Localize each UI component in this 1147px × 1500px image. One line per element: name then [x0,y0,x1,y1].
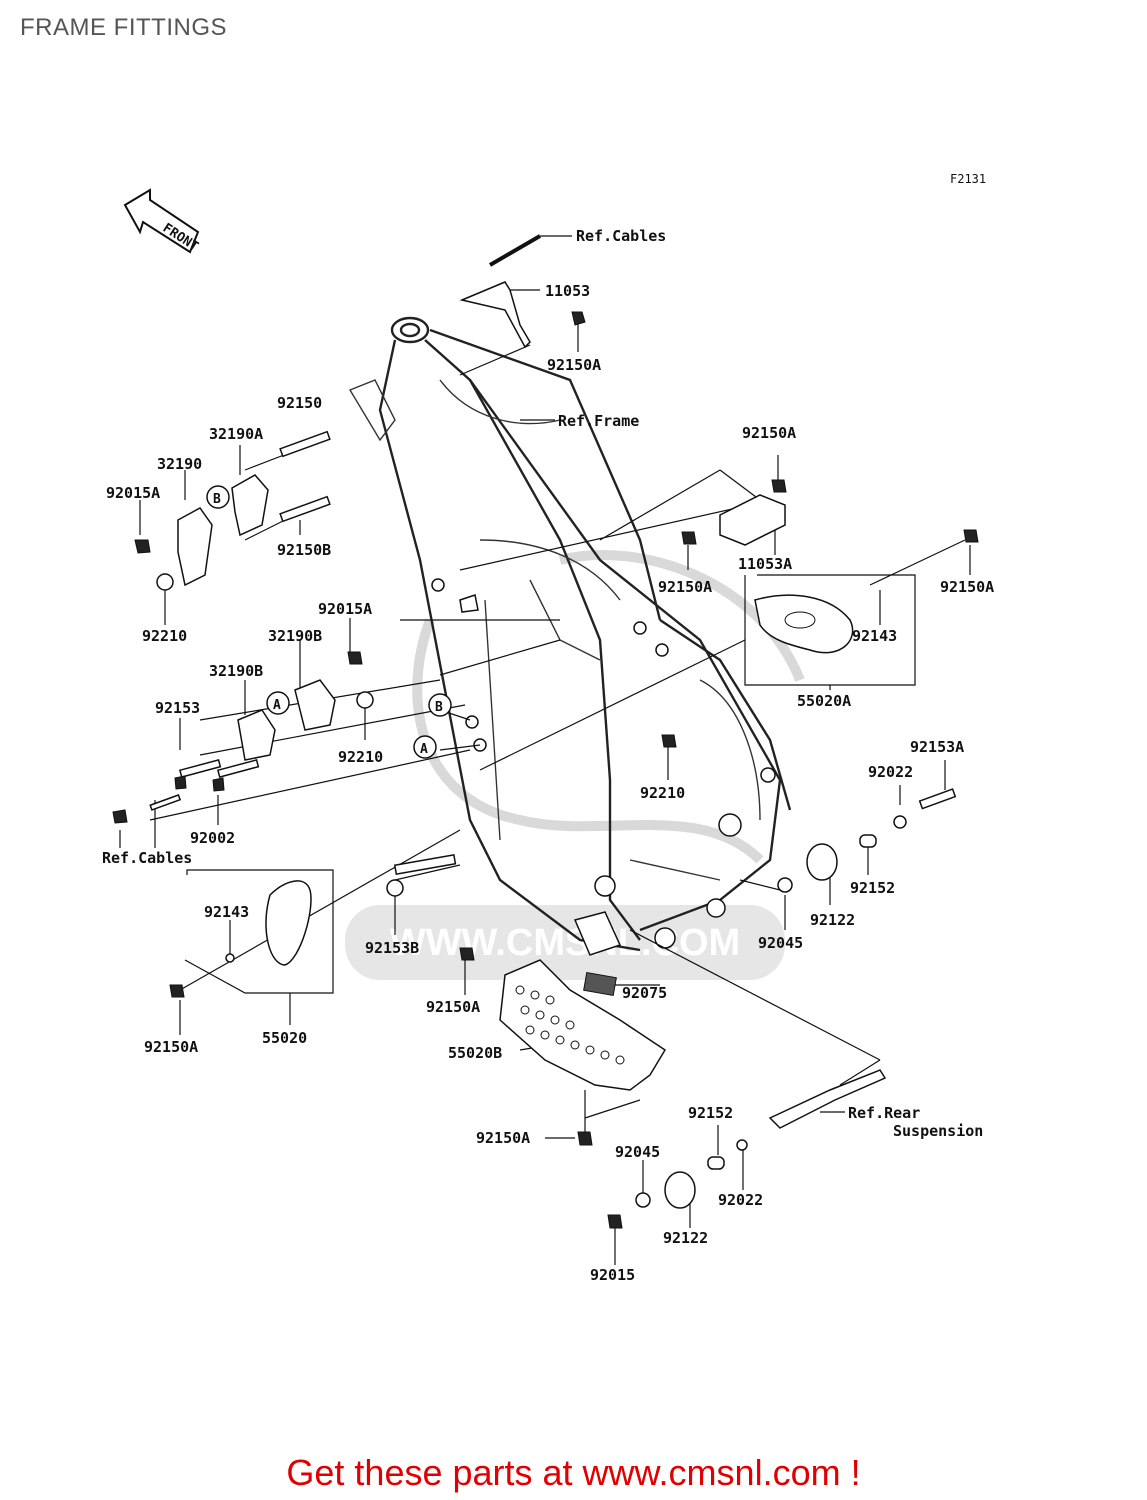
part-label-92150a-top: 92150A [547,356,601,374]
front-arrow-icon: FRONT [123,188,201,255]
ref-rear-suspension-line1: Ref.Rear [848,1104,920,1122]
part-label-92075: 92075 [622,984,667,1002]
leader-lines [119,235,971,1265]
parts-drawings: B A B A [112,234,979,1229]
part-label-92153b: 92153B [365,939,419,957]
footer-link-text[interactable]: Get these parts at www.cmsnl.com ! [286,1452,861,1493]
ref-frame: Ref.Frame [558,412,639,430]
watermark-logo: WWW.CMSNL.COM [345,550,805,980]
part-label-92150a-center: 92150A [426,998,480,1016]
marker-a-left [266,691,290,715]
part-label-92153a: 92153A [910,738,964,756]
part-label-32190: 32190 [157,455,202,473]
ref-rear-suspension-line2: Suspension [893,1122,983,1140]
part-label-55020b: 55020B [448,1044,502,1062]
part-label-92210-mid: 92210 [338,748,383,766]
part-label-55020a: 55020A [797,692,851,710]
part-label-55020: 55020 [262,1029,307,1047]
ref-cables-top: Ref.Cables [576,227,666,245]
part-label-92150a-r2: 92150A [658,578,712,596]
marker-a-center [413,735,437,759]
marker-b-left-label: B [213,492,221,507]
part-label-92002: 92002 [190,829,235,847]
part-label-92150a-r1: 92150A [742,424,796,442]
part-label-92122-right: 92122 [810,911,855,929]
part-label-92150a-bottom: 92150A [476,1129,530,1147]
part-label-92045-bottom: 92045 [615,1143,660,1161]
part-label-92143-right: 92143 [852,627,897,645]
marker-b-center [428,693,452,717]
page-title: FRAME FITTINGS [20,14,227,41]
part-label-92015a-left: 92015A [106,484,160,502]
part-label-32190b-1: 32190B [268,627,322,645]
part-label-32190a: 32190A [209,425,263,443]
marker-b-left [206,485,230,509]
marker-b-center-label: B [435,700,443,715]
part-label-92022-right: 92022 [868,763,913,781]
motorcycle-frame [348,316,792,956]
part-label-92152-bottom: 92152 [688,1104,733,1122]
part-label-92210-center: 92210 [640,784,685,802]
marker-a-left-label: A [273,698,281,713]
part-label-92153: 92153 [155,699,200,717]
part-label-92150a-r3: 92150A [940,578,994,596]
part-label-92143-left: 92143 [204,903,249,921]
figure-code: F2131 [950,172,986,186]
marker-a-center-label: A [420,742,428,757]
part-label-11053: 11053 [545,282,590,300]
part-label-92150a-left: 92150A [144,1038,198,1056]
part-label-92022-bottom: 92022 [718,1191,763,1209]
part-label-92152-right: 92152 [850,879,895,897]
part-label-92015: 92015 [590,1266,635,1284]
part-label-92150: 92150 [277,394,322,412]
part-label-92122-bottom: 92122 [663,1229,708,1247]
part-label-92045-right: 92045 [758,934,803,952]
part-label-32190b-2: 32190B [209,662,263,680]
part-label-92015a-mid: 92015A [318,600,372,618]
ref-cables-left: Ref.Cables [102,849,192,867]
part-label-11053a: 11053A [738,555,792,573]
part-label-92210-left: 92210 [142,627,187,645]
part-label-92150b: 92150B [277,541,331,559]
